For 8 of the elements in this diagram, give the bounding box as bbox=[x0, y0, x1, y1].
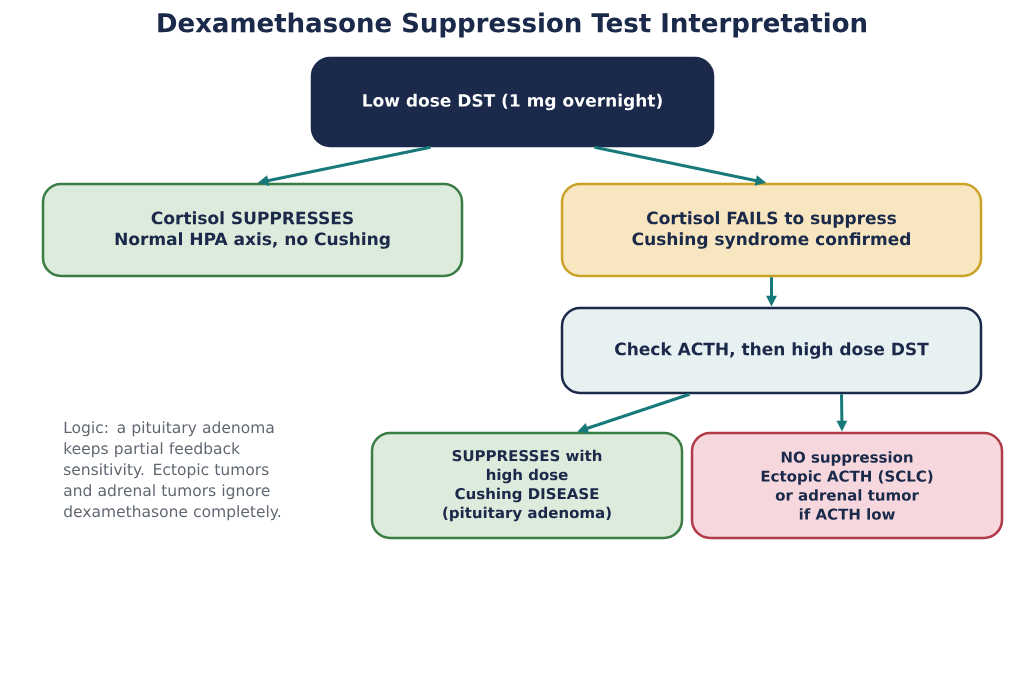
process-box: Low dose DST (1 mg overnight) bbox=[310, 56, 715, 148]
title: Dexamethasone Suppression Test Interpretation bbox=[158, 12, 866, 38]
process-box: Cortisol SUPPRESSES Normal HPA axis, no Cushing bbox=[41, 182, 464, 278]
process-box: Check ACTH, then high dose DST bbox=[560, 306, 983, 395]
process-box: SUPPRESSES with high dose Cushing DISEASE (pituitary adenoma) bbox=[370, 431, 684, 540]
process-box: Cortisol FAILS to suppress Cushing syndrome confirmed bbox=[560, 182, 983, 278]
process-box: NO suppression Ectopic ACTH (SCLC) or adrenal tumor if ACTH low bbox=[690, 431, 1004, 540]
note-text: Logic: a pituitary adenoma keeps partial feedback sensitivity. Ectopic tumors and adrenal tumors ignore dexamethasone completely. bbox=[64, 421, 281, 521]
